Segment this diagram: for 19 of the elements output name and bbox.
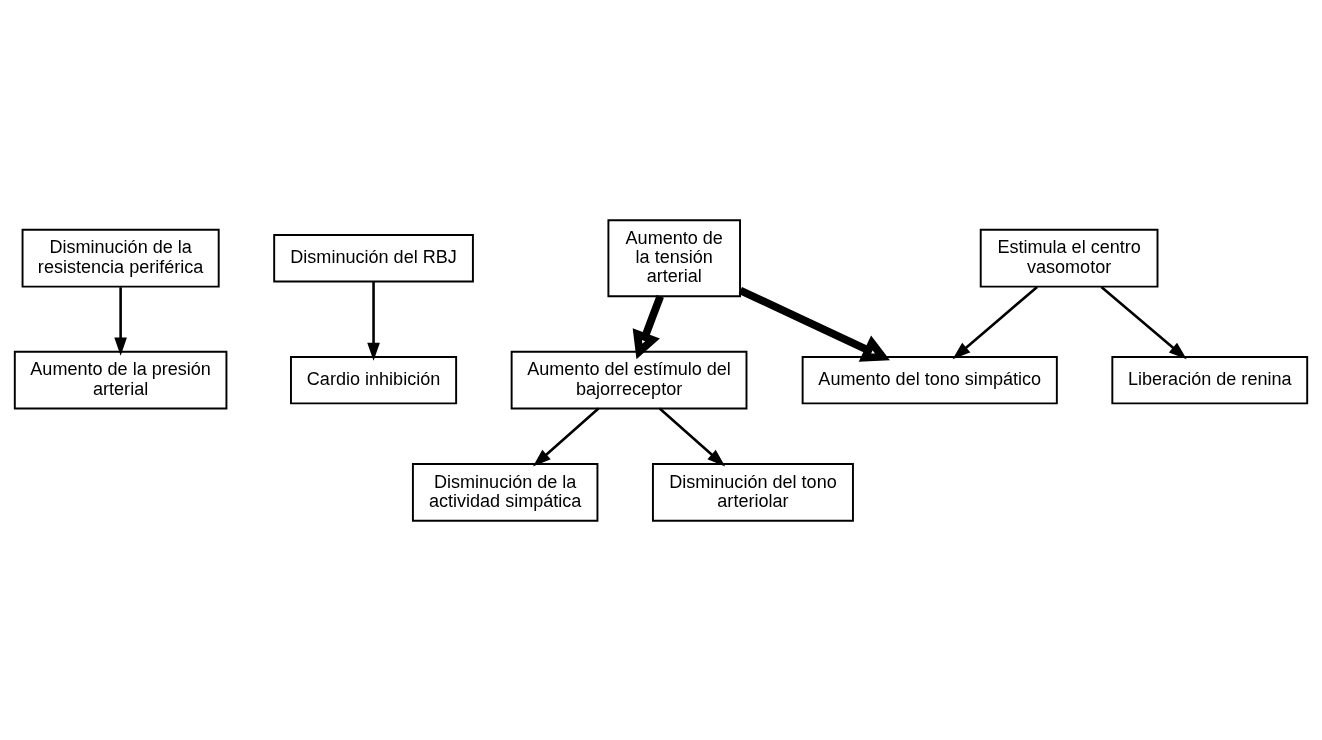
node-box: Liberación de renina — [1111, 355, 1309, 404]
arrow — [114, 286, 127, 356]
node-box: Aumento de la tensión arterial — [607, 218, 741, 297]
arrow — [367, 281, 380, 361]
arrow — [1100, 285, 1187, 359]
node-box: Cardio inhibición — [290, 355, 458, 404]
node-box: Disminución de la actividad simpática — [411, 462, 599, 522]
node-box: Disminución de la resistencia periférica — [21, 228, 220, 288]
node-box: Estimula el centro vasomotor — [979, 228, 1159, 288]
arrow — [658, 407, 726, 467]
arrow — [738, 286, 890, 362]
arrow — [952, 285, 1038, 359]
node-box: Disminución del tono arteriolar — [651, 462, 854, 522]
node-box: Disminución del RBJ — [273, 233, 474, 282]
arrow — [632, 294, 664, 359]
arrow — [532, 407, 600, 467]
node-box: Aumento del tono simpático — [801, 355, 1058, 404]
node-box: Aumento del estímulo del bajorreceptor — [510, 350, 748, 410]
node-box: Aumento de la presión arterial — [13, 350, 228, 410]
